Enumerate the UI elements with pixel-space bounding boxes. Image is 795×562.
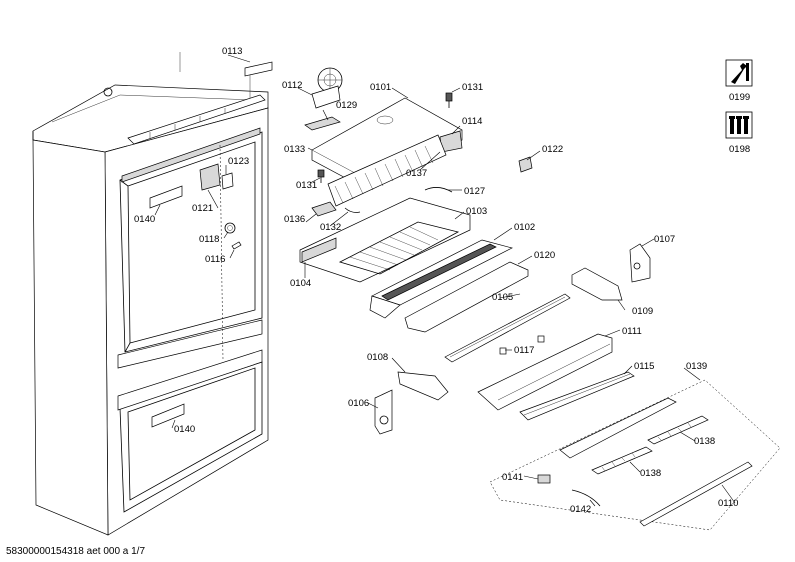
label-0114: 0114 [462,116,482,127]
label-0131-top: 0131 [462,82,483,93]
document-code: 58300000154318 aet 000 a 1/7 [6,546,145,557]
part-0117-shape [499,335,545,355]
label-0142: 0142 [570,504,591,515]
part-0110-shape [639,461,753,527]
label-0106: 0106 [348,398,369,409]
label-0112: 0112 [282,80,302,91]
label-0109: 0109 [632,306,653,317]
label-0133: 0133 [284,144,305,155]
part-0116-shape [231,241,242,250]
tool-icon-0198: 0198 [725,111,753,155]
label-0198: 0198 [729,144,750,155]
part-0127-shape [424,187,453,193]
label-0115: 0115 [634,361,654,372]
part-labels: 0113 0112 0129 0101 0131 0114 0133 0123 … [134,46,738,515]
screws-icon [729,116,749,134]
label-0104: 0104 [290,278,311,289]
label-0140-lower: 0140 [174,424,195,435]
part-0129-shape [304,116,341,131]
part-0141-shape [537,474,551,484]
part-0140-upper-shape [149,185,183,209]
label-0113: 0113 [222,46,242,57]
part-0106-shape [374,389,393,435]
label-0131-lower: 0131 [296,180,317,191]
part-0138-a-shape [647,415,709,445]
label-0140-upper: 0140 [134,214,155,225]
label-0103: 0103 [466,206,487,217]
cabinet-housing [32,52,273,536]
label-0136: 0136 [284,214,305,225]
label-0107: 0107 [654,234,675,245]
label-0138-b: 0138 [640,468,661,479]
part-0131-top-shape [445,92,453,108]
label-0199: 0199 [729,92,750,103]
label-0129: 0129 [336,100,357,111]
tool-icon-0199: 0199 [725,59,753,103]
label-0123: 0123 [228,156,249,167]
label-0137: 0137 [406,168,427,179]
label-0118: 0118 [199,234,219,245]
label-0108: 0108 [367,352,388,363]
part-0101-shape [311,97,463,191]
label-0141: 0141 [502,472,523,483]
part-0122-shape [518,156,533,173]
label-0132: 0132 [320,222,341,233]
part-0105-shape [444,293,571,363]
label-0101: 0101 [370,82,391,93]
part-0121-shape [199,163,221,191]
part-0131-lower-shape [317,169,325,183]
part-0112-shape [311,67,343,109]
label-0102: 0102 [514,222,535,233]
right-parts [477,156,781,531]
part-0109-shape [571,267,623,301]
part-0113-shape [127,94,266,145]
part-0139-shape [559,397,677,459]
label-0117: 0117 [514,345,534,356]
leader-lines [154,54,736,507]
label-0111: 0111 [622,326,642,337]
part-0108-shape [397,371,449,401]
part-0115-shape [519,371,635,421]
label-0121: 0121 [192,203,213,214]
part-0103-0104-shape [299,197,471,283]
label-0139: 0139 [686,361,707,372]
part-0132-shape [344,207,361,213]
part-0118-shape [224,222,236,234]
label-0105: 0105 [492,292,513,303]
evaporator-assembly [299,67,571,435]
label-0120: 0120 [534,250,555,261]
part-0120-shape [404,261,529,333]
part-0138-b-shape [591,446,653,475]
wrench-icon [731,63,749,84]
label-0122: 0122 [542,144,563,155]
part-0102-shape [369,239,513,319]
part-0111-shape [477,333,613,411]
part-0123-shape [221,172,234,190]
part-0136-shape [311,201,337,217]
label-0127: 0127 [464,186,485,197]
part-0107-shape [629,243,651,283]
part-0137-shape [327,134,447,207]
label-0138-a: 0138 [694,436,715,447]
label-0110: 0110 [718,498,738,509]
label-0116: 0116 [205,254,225,265]
part-0140-lower-shape [151,403,185,428]
part-0142-shape [571,489,601,507]
